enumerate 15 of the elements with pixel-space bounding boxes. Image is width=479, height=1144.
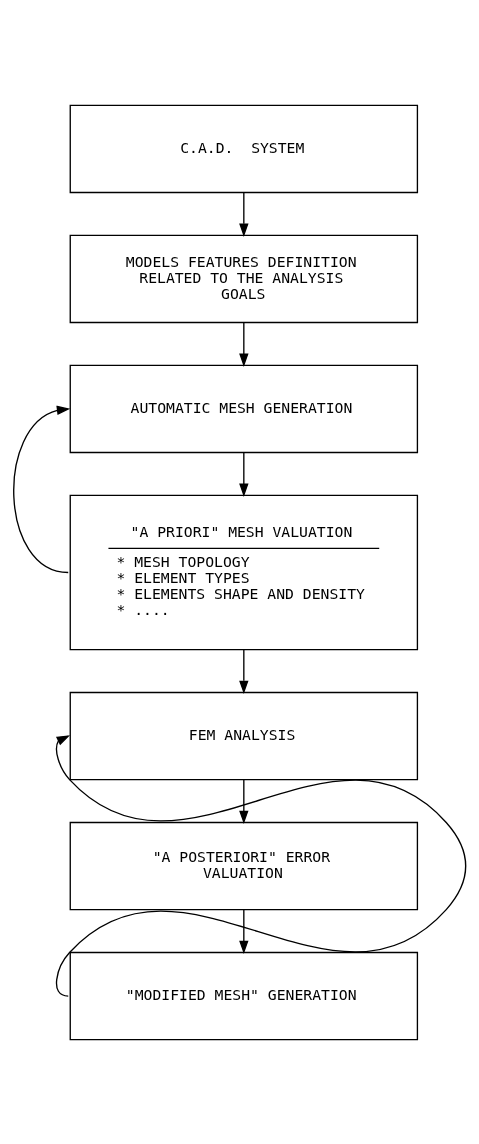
node-box: "A PRIORI" MESH VALUATION * MESH TOPOLOGY * ELEMENT TYPES * ELEMENTS SHAPE AND DENSITY * .... [69,494,419,650]
arrow [55,734,467,997]
arrow [239,778,249,824]
node-box: "MODIFIED MESH" GENERATION [69,951,419,1040]
node-box: "A POSTERIORI" ERROR VALUATION [69,821,419,910]
node-box: C.A.D. SYSTEM [69,104,419,193]
arrow [239,321,249,367]
node-box: AUTOMATIC MESH GENERATION [69,364,419,453]
node-box: FEM ANALYSIS [69,691,419,780]
arrow [239,451,249,497]
arrow [239,648,249,694]
arrow [13,405,71,573]
node-box: MODELS FEATURES DEFINITION RELATED TO THE ANALYSIS GOALS [69,234,419,323]
arrow [239,908,249,954]
arrow [239,191,249,237]
